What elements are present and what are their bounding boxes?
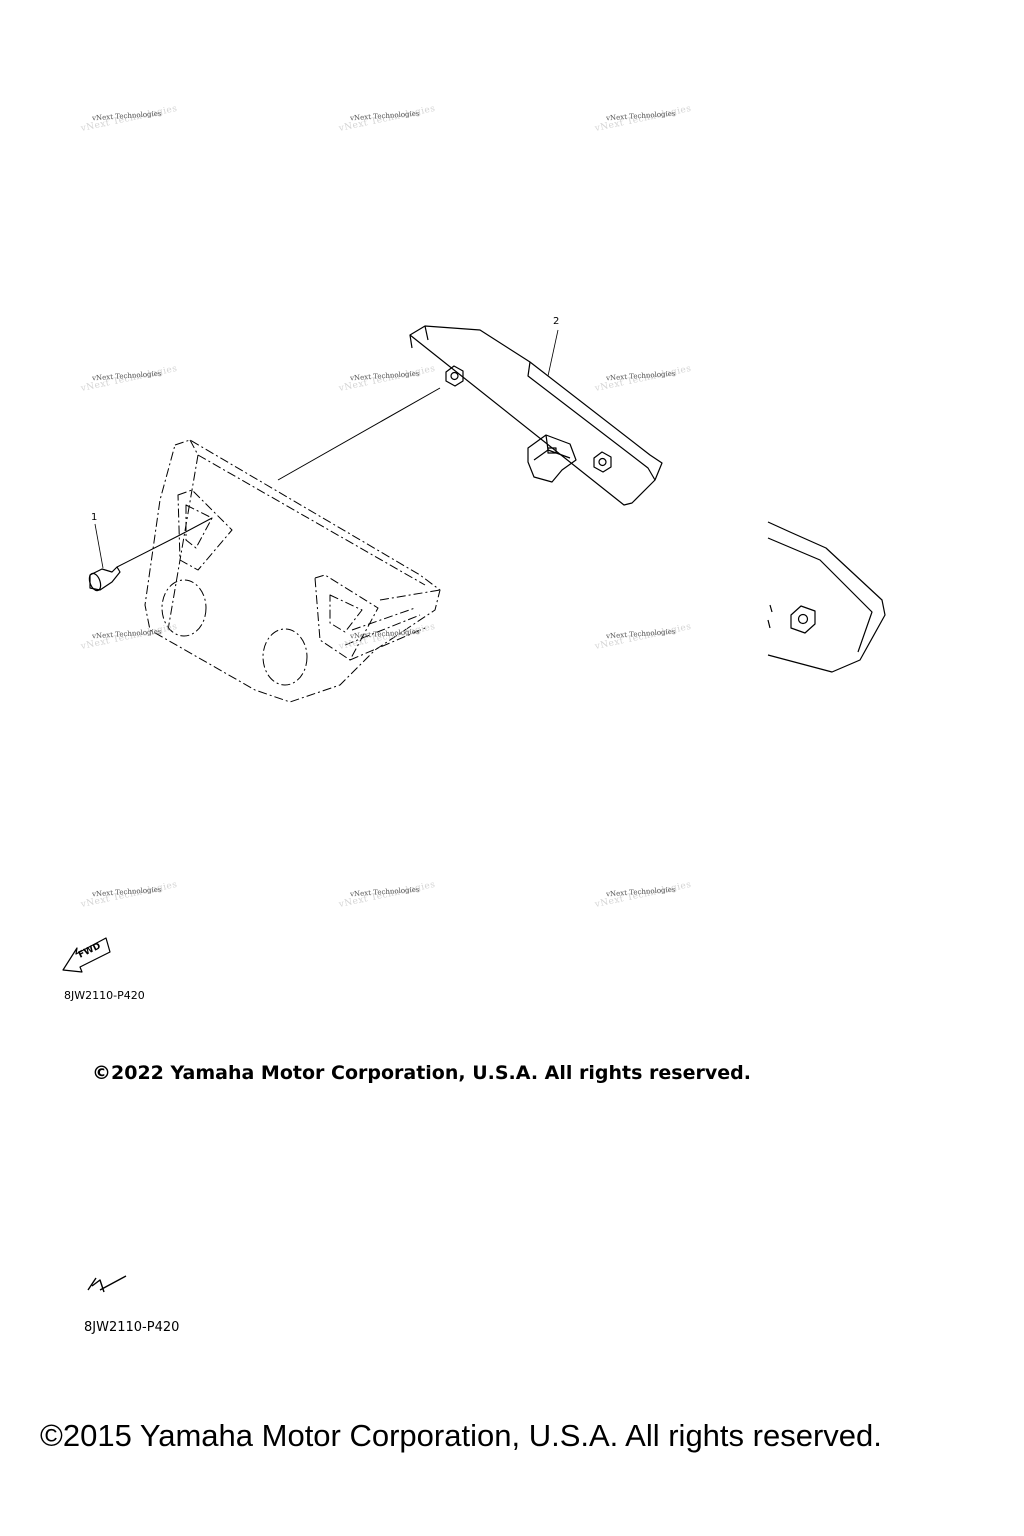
- fwd-arrow-icon: [62, 937, 111, 973]
- watermark-r2c2: vNext Technologies vNext Technologies: [338, 364, 448, 404]
- watermark-r2c1: vNext Technologies vNext Technologies: [80, 364, 190, 404]
- fwd-arrow-partial-icon: [87, 1275, 127, 1293]
- part-1-screw: [88, 517, 213, 592]
- lamp-detail-partial: [767, 521, 886, 673]
- watermark-r3c2: vNext Technologies vNext Technologies: [338, 622, 448, 662]
- watermark-r1c2: vNext Technologies vNext Technologies: [338, 104, 448, 144]
- diagram-code-2: 8JW2110-P420: [84, 1320, 180, 1335]
- copyright-2022: ©2022 Yamaha Motor Corporation, U.S.A. A…: [92, 1062, 751, 1084]
- watermark-r4c2: vNext Technologies vNext Technologies: [338, 880, 448, 920]
- bracket-phantom: [144, 439, 441, 703]
- watermark-r3c3: vNext Technologies vNext Technologies: [594, 622, 704, 662]
- watermark-r2c3: vNext Technologies vNext Technologies: [594, 364, 704, 404]
- watermark-r1c3: vNext Technologies vNext Technologies: [594, 104, 704, 144]
- part-2-lamp-assembly: [409, 325, 663, 506]
- watermark-r4c3: vNext Technologies vNext Technologies: [594, 880, 704, 920]
- callout-1: 1: [91, 512, 98, 523]
- watermark-r1c1: vNext Technologies vNext Technologies: [80, 104, 190, 144]
- watermark-r4c1: vNext Technologies vNext Technologies: [80, 880, 190, 920]
- watermark-r3c1: vNext Technologies vNext Technologies: [80, 622, 190, 662]
- callout-2: 2: [553, 316, 560, 327]
- diagram-code-1: 8JW2110-P420: [64, 989, 145, 1002]
- copyright-2015: ©2015 Yamaha Motor Corporation, U.S.A. A…: [40, 1418, 882, 1453]
